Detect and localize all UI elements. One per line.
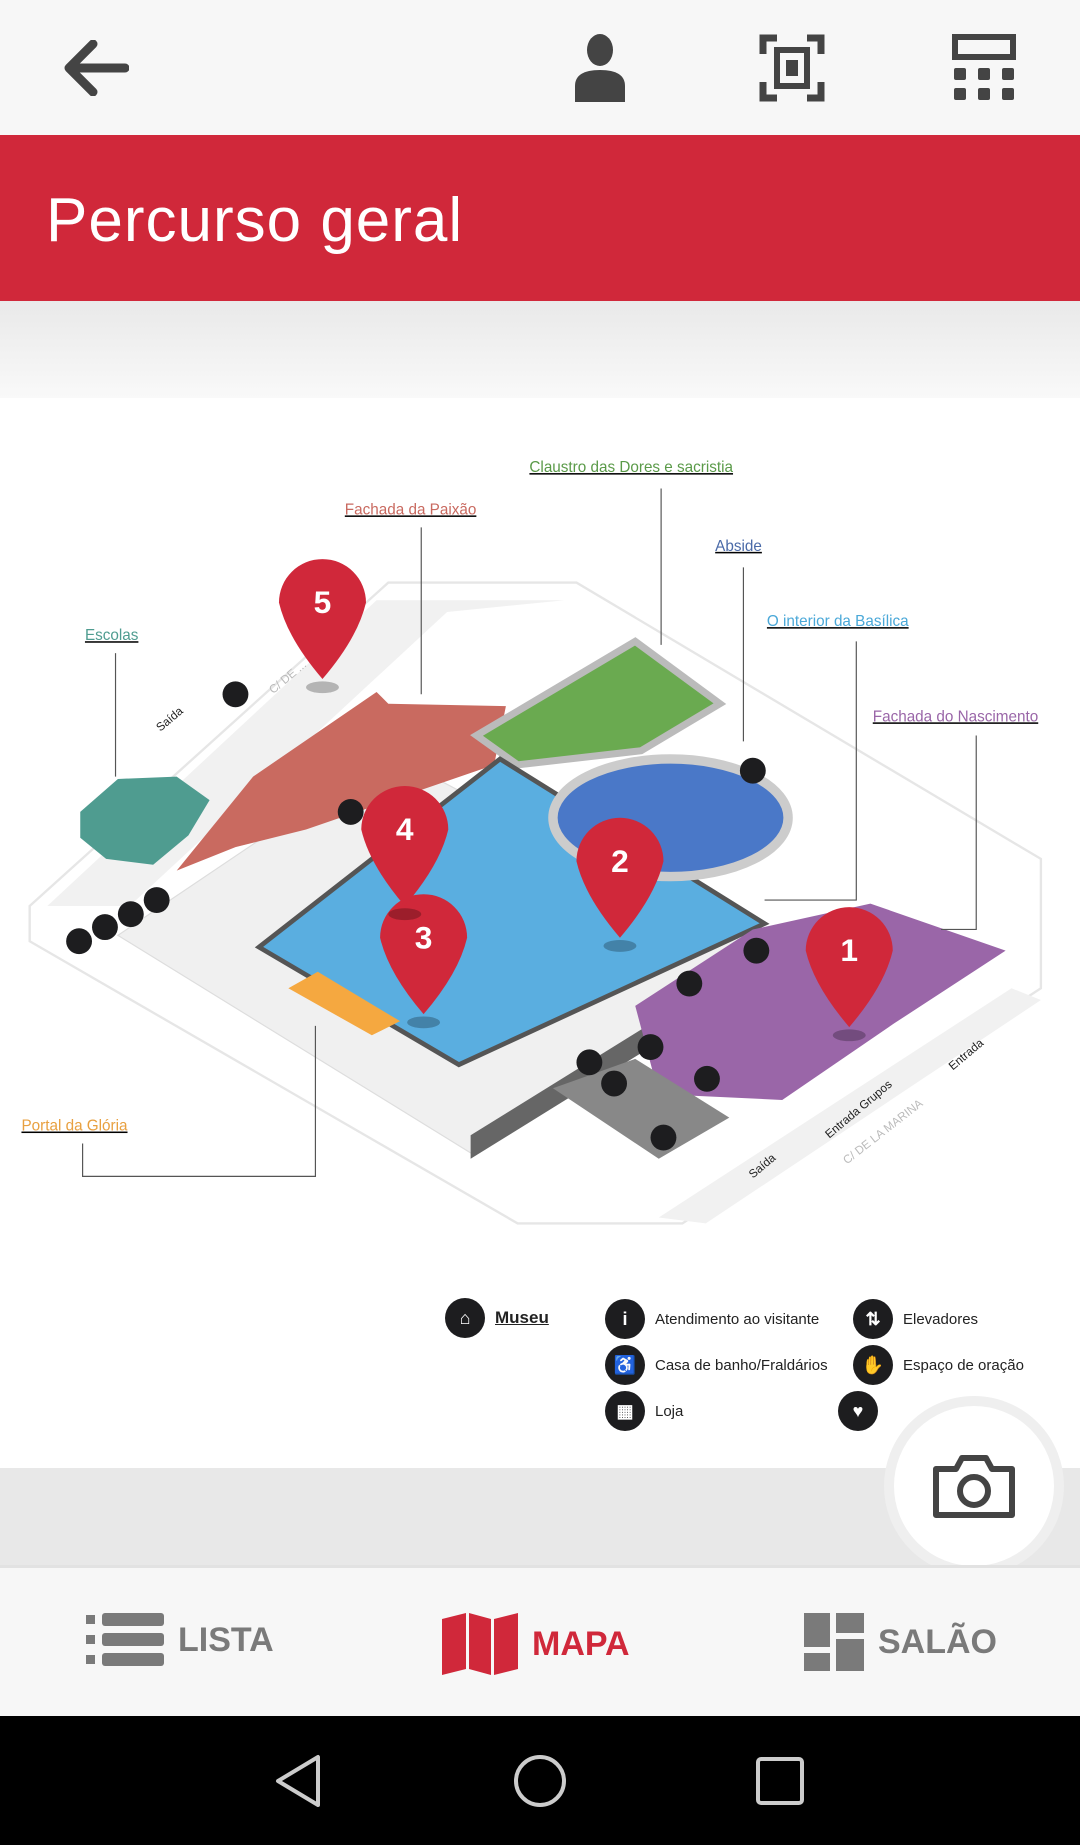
map-pin-icon	[805, 907, 893, 1028]
system-navigation-bar	[0, 1716, 1080, 1845]
label-claustro[interactable]: Claustro das Dores e sacristia	[529, 459, 733, 476]
legend-atendimento: i Atendimento ao visitante	[605, 1299, 819, 1339]
label-interior[interactable]: O interior da Basílica	[767, 613, 909, 630]
area-nascimento	[635, 903, 1006, 1100]
bottom-navigation: LISTA MAPA SALÃO	[0, 1565, 1080, 1716]
scan-button[interactable]	[754, 30, 830, 106]
area-gloria	[288, 971, 401, 1036]
system-home-icon[interactable]	[510, 1751, 570, 1811]
map-pin-5[interactable]: 5	[278, 559, 366, 694]
elevator-icon: ⇅	[853, 1299, 893, 1339]
gift-icon: ▦	[605, 1391, 645, 1431]
profile-button[interactable]	[562, 30, 638, 106]
title-banner: Percurso geral	[0, 135, 1080, 301]
pin-shadow	[407, 1016, 441, 1029]
leader-lines	[82, 488, 977, 1177]
label-escolas[interactable]: Escolas	[85, 627, 139, 644]
map-pin-3[interactable]: 3	[380, 894, 468, 1029]
legend-casa-banho: ♿ Casa de banho/Fraldários	[605, 1345, 828, 1385]
legend-defibrillator: ♥	[838, 1391, 878, 1431]
area-paixao	[176, 691, 506, 871]
nav-mapa[interactable]: MAPA	[442, 1613, 630, 1675]
dashboard-icon	[804, 1613, 864, 1671]
nav-lista[interactable]: LISTA	[86, 1613, 274, 1667]
map-pin-1[interactable]: 1	[805, 907, 893, 1042]
pin-shadow	[388, 908, 422, 921]
map-pin-2[interactable]: 2	[576, 817, 664, 952]
pin-shadow	[306, 681, 339, 694]
nav-label: SALÃO	[878, 1622, 997, 1661]
camera-button[interactable]	[884, 1396, 1064, 1576]
defibrillator-icon: ♥	[838, 1391, 878, 1431]
spacer	[0, 301, 1080, 398]
map-icon	[442, 1613, 518, 1675]
nav-label: LISTA	[178, 1620, 274, 1659]
label-abside[interactable]: Abside	[715, 538, 762, 555]
basilica-map[interactable]: Claustro das Dores e sacristia Fachada d…	[0, 398, 1080, 1468]
label-gloria[interactable]: Portal da Glória	[21, 1118, 128, 1135]
nav-salao[interactable]: SALÃO	[804, 1613, 997, 1671]
legend-museu[interactable]: ⌂ Museu	[445, 1298, 549, 1338]
calculator-icon	[952, 34, 1016, 100]
pin-number: 4	[396, 811, 414, 847]
restroom-icon: ♿	[605, 1345, 645, 1385]
map-pin-4[interactable]: 4	[361, 786, 449, 921]
system-recents-icon[interactable]	[750, 1751, 810, 1811]
street-bottom	[658, 988, 1041, 1224]
calculator-button[interactable]	[946, 30, 1022, 106]
label-paixao[interactable]: Fachada da Paixão	[345, 501, 477, 518]
area-claustro	[470, 637, 727, 769]
pin-number: 1	[840, 932, 858, 968]
pin-number: 2	[611, 843, 629, 879]
map-pin-icon	[576, 817, 664, 938]
camera-icon	[933, 1455, 1015, 1518]
praying-hands-icon: ✋	[853, 1345, 893, 1385]
area-escolas	[80, 776, 210, 865]
scan-frame-icon	[759, 34, 825, 102]
pin-shadow	[603, 940, 637, 952]
pin-number: 5	[314, 584, 332, 620]
legend-elevadores: ⇅ Elevadores	[853, 1299, 978, 1339]
pin-number: 3	[415, 919, 433, 955]
info-icon: i	[605, 1299, 645, 1339]
top-app-bar	[0, 0, 1080, 135]
person-icon	[575, 34, 625, 102]
legend-label: Casa de banho/Fraldários	[655, 1356, 828, 1374]
arrow-left-icon	[64, 40, 129, 96]
legend-label: Museu	[495, 1308, 549, 1327]
legend-label: Atendimento ao visitante	[655, 1310, 820, 1328]
legend-label: Elevadores	[903, 1310, 979, 1328]
map-pin-icon	[380, 894, 468, 1015]
map-pin-icon	[361, 786, 449, 906]
area-shop	[552, 1058, 730, 1159]
map-pin-icon	[278, 559, 366, 680]
museum-icon: ⌂	[445, 1298, 485, 1338]
legend-label: Loja	[655, 1402, 684, 1420]
pin-shadow	[832, 1029, 866, 1042]
back-button[interactable]	[58, 30, 134, 106]
label-nascimento[interactable]: Fachada do Nascimento	[873, 708, 1038, 725]
list-icon	[86, 1613, 164, 1666]
legend-loja: ▦ Loja	[605, 1391, 683, 1431]
system-back-icon[interactable]	[270, 1751, 330, 1811]
legend-label: Espaço de oração	[903, 1356, 1024, 1374]
page-title: Percurso geral	[46, 186, 464, 255]
saida-top-label: Saída	[154, 704, 186, 734]
nav-label: MAPA	[532, 1624, 630, 1663]
legend-oracao: ✋ Espaço de oração	[853, 1345, 1024, 1385]
map-facility-icons	[66, 681, 770, 1151]
